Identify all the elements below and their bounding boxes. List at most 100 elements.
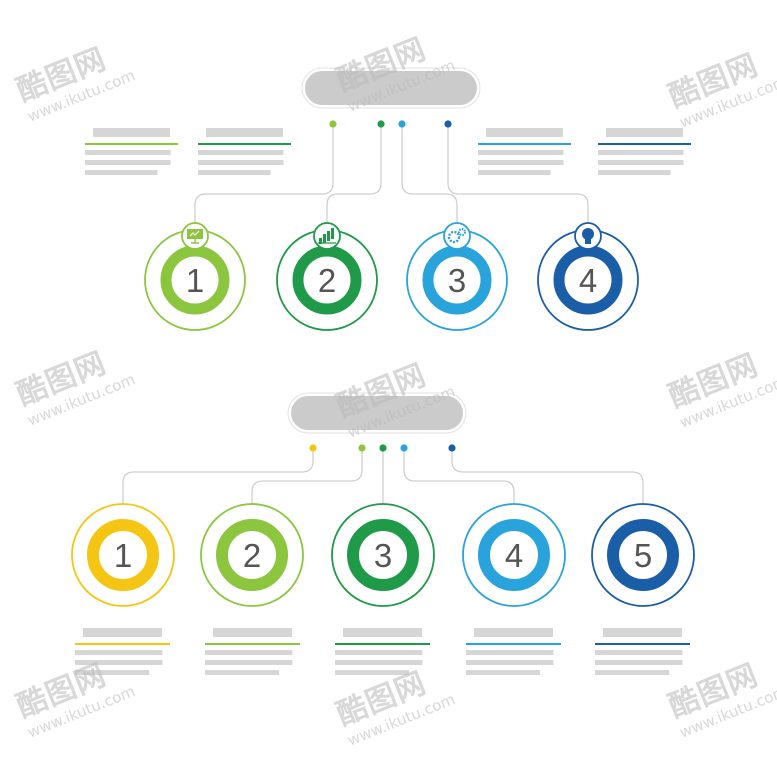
node-center: [172, 257, 218, 303]
node-center: [304, 257, 350, 303]
diagram2-connector-dot: [448, 444, 456, 452]
node-color-band: [553, 245, 623, 315]
node-number: 1: [186, 262, 204, 299]
text-block-line: [595, 650, 683, 655]
bar-chart-bar: [319, 238, 322, 244]
node-center: [99, 531, 147, 579]
text-block-line: [595, 660, 683, 665]
gear-large: [447, 230, 461, 244]
text-block-heading: [213, 628, 292, 637]
text-block-rule: [598, 143, 691, 145]
text-block-line: [598, 160, 684, 165]
text-block-rule: [335, 643, 430, 645]
text-block-rule: [466, 643, 561, 645]
presentation-board: [187, 229, 203, 239]
diagram1-text-block: [198, 128, 291, 175]
lightbulb-globe: [582, 228, 594, 240]
node-color-band: [160, 245, 230, 315]
text-block-line: [198, 160, 284, 165]
text-block-line: [198, 170, 271, 175]
diagram2-node: 3: [331, 503, 435, 607]
text-block-line: [598, 170, 671, 175]
diagram2-connector-dot: [379, 444, 387, 452]
text-block-rule: [205, 643, 300, 645]
diagram1-text-block: [478, 128, 571, 175]
diagram1-text-block: [85, 128, 178, 175]
text-block-line: [205, 670, 280, 675]
node-number: 3: [374, 537, 392, 574]
presentation-stand: [191, 239, 199, 244]
node-color-band: [478, 519, 550, 591]
diagram2-connector: [451, 448, 644, 505]
diagram1-node: 1: [144, 222, 246, 331]
text-block-line: [595, 670, 670, 675]
diagram1-text-block: [598, 128, 691, 175]
node-center: [228, 531, 276, 579]
text-block-line: [205, 660, 293, 665]
diagram1-connector: [401, 124, 458, 230]
diagram1-node: 4: [537, 222, 639, 331]
text-block-heading: [343, 628, 422, 637]
diagram2-connector: [122, 448, 314, 505]
text-block-line: [478, 160, 564, 165]
text-block-line: [466, 660, 554, 665]
diagram1-connector-dot: [398, 120, 406, 128]
node-color-band: [607, 519, 679, 591]
text-block-line: [75, 670, 150, 675]
node-number: 3: [448, 262, 466, 299]
node-number: 2: [318, 262, 336, 299]
diagram2-connector-dot: [400, 444, 408, 452]
diagram2-connector: [251, 448, 363, 505]
node-color-band: [87, 519, 159, 591]
text-block-line: [335, 650, 423, 655]
node-center: [490, 531, 538, 579]
text-block-line: [75, 650, 163, 655]
node-color-band: [347, 519, 419, 591]
text-block-heading: [474, 628, 553, 637]
text-block-line: [466, 670, 541, 675]
diagram1-connector: [447, 124, 589, 230]
title-pill-bar: [291, 396, 463, 430]
lightbulb-icon: [582, 228, 594, 244]
node-color-band: [216, 519, 288, 591]
text-block-line: [598, 150, 684, 155]
node-number: 1: [114, 537, 132, 574]
node-icon-tab: [443, 222, 471, 250]
text-block-rule: [595, 643, 690, 645]
diagram2-node: 5: [591, 503, 695, 607]
text-block-line: [478, 150, 564, 155]
node-center: [434, 257, 480, 303]
text-block-rule: [75, 643, 170, 645]
text-block-line: [85, 160, 171, 165]
node-color-band: [292, 245, 362, 315]
bar-chart-bar: [323, 234, 326, 243]
diagram2-node: 4: [462, 503, 566, 607]
text-block-line: [205, 650, 293, 655]
diagram2-connector-dot: [309, 444, 317, 452]
diagram2-connector-dot: [358, 444, 366, 452]
diagram2-text-block: [335, 628, 430, 675]
text-block-rule: [478, 143, 571, 145]
diagram2-text-block: [466, 628, 561, 675]
node-number: 4: [505, 537, 523, 574]
text-block-line: [466, 650, 554, 655]
presentation-trend: [189, 230, 200, 237]
gears-icon: [447, 228, 466, 244]
diagram1-connector: [194, 124, 334, 230]
node-number: 2: [243, 537, 261, 574]
text-block-heading: [93, 128, 170, 137]
text-block-line: [75, 660, 163, 665]
presentation-icon: [187, 229, 203, 244]
text-block-line: [335, 670, 410, 675]
title-pill-bar: [305, 71, 477, 105]
node-color-band: [422, 245, 492, 315]
node-number: 5: [634, 537, 652, 574]
diagram1-node: 2: [276, 222, 378, 331]
diagram1-title-pill: [301, 67, 481, 109]
text-block-rule: [198, 143, 291, 145]
bar-chart-icon: [318, 228, 336, 244]
diagram2-text-block: [75, 628, 170, 675]
diagram2-node: 1: [71, 503, 175, 607]
